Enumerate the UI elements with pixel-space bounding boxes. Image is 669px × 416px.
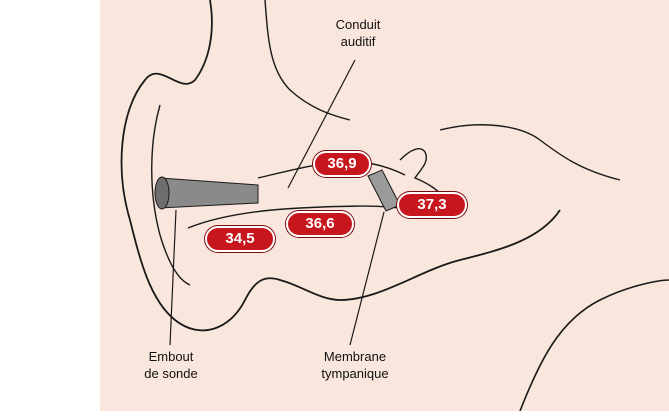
probe-end (154, 176, 170, 210)
label-membrane: Membrane tympanique (300, 348, 410, 382)
canal-leader (287, 59, 356, 189)
label-probe-line2: de sonde (144, 366, 198, 381)
ossicles (399, 148, 446, 201)
label-membrane-line2: tympanique (321, 366, 389, 381)
label-probe-line1: Embout (148, 349, 194, 364)
label-probe: Embout de sonde (126, 348, 216, 382)
label-ear-canal: Conduit auditif (318, 16, 398, 50)
membrane-leader (349, 211, 385, 346)
antihelix (264, 0, 351, 121)
label-membrane-line1: Membrane (323, 349, 387, 364)
temp-badge-canal-upper: 36,9 (313, 151, 371, 177)
helix (151, 104, 191, 286)
label-ear-canal-line2: auditif (340, 34, 376, 49)
temp-badge-canal-mid: 36,6 (286, 211, 354, 237)
temp-badge-membrane: 37,3 (397, 192, 467, 218)
label-ear-canal-line1: Conduit (335, 17, 381, 32)
neck-contour (519, 279, 669, 412)
ear-canal-lower (187, 205, 401, 229)
inner-canal (439, 124, 621, 181)
probe-leader (169, 209, 177, 346)
pinna (120, 0, 561, 332)
temp-badge-canal-entrance: 34,5 (205, 226, 275, 252)
